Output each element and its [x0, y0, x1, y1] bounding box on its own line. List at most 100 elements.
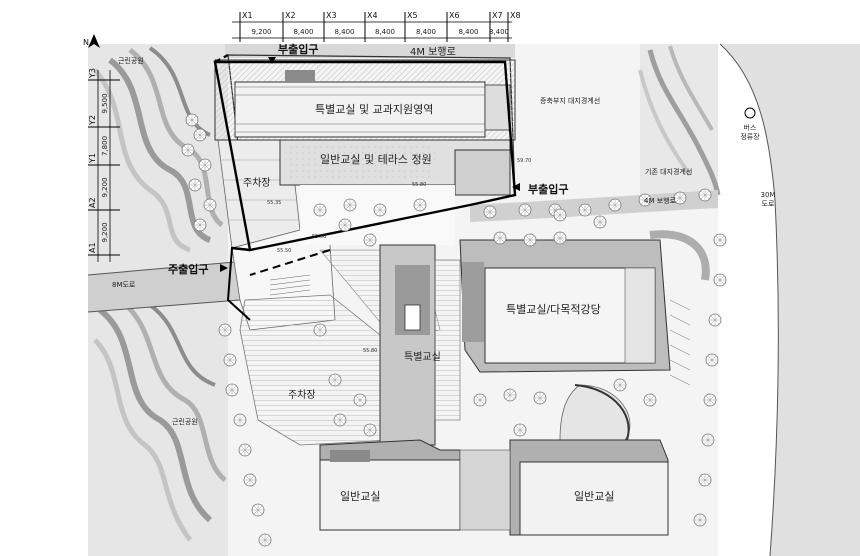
- walkway-top: [225, 44, 515, 58]
- tree-icon: [198, 158, 212, 172]
- tree-icon: [251, 503, 265, 517]
- tree-icon: [613, 378, 627, 392]
- tree-icon: [218, 323, 232, 337]
- general-terrace-label: 일반교실 및 테라스 정원: [320, 152, 432, 166]
- tree-icon: [638, 193, 652, 207]
- general-classroom-right: [459, 439, 669, 536]
- tree-icon: [593, 215, 607, 229]
- general-right-label: 일반교실: [574, 489, 614, 503]
- tree-icon: [705, 353, 719, 367]
- tree-icon: [698, 473, 712, 487]
- tree-icon: [413, 198, 427, 212]
- park-top-label: 근린공원: [118, 56, 144, 65]
- spot-level: 55.80: [412, 182, 426, 188]
- tree-icon: [493, 231, 507, 245]
- spot-level: 55.50: [277, 248, 291, 254]
- tree-icon: [513, 423, 527, 437]
- extension-boundary-label: 증축부지 대지경계선: [540, 96, 600, 105]
- tree-icon: [713, 273, 727, 287]
- grid-row-label: Y2: [88, 115, 97, 126]
- tree-icon: [313, 203, 327, 217]
- tree-icon: [188, 178, 202, 192]
- grid-spacing-label: 7,800: [101, 136, 109, 156]
- tree-icon: [473, 393, 487, 407]
- tree-icon: [643, 393, 657, 407]
- grid-column-label: X4: [367, 11, 378, 20]
- parking-lower: [239, 294, 396, 446]
- special-support-label: 특별교실 및 교과지원영역: [315, 103, 433, 116]
- existing-boundary-label: 기존 대지경계선: [645, 167, 692, 176]
- grid-spacing-label: 3,400: [489, 28, 509, 36]
- right-entrance-arrow-icon: [512, 183, 520, 191]
- grid-spacing-label: 8,400: [416, 28, 436, 36]
- tree-icon: [523, 233, 537, 247]
- general-classroom-left: [319, 439, 461, 531]
- grid-row-label: A2: [88, 197, 97, 208]
- grid-spacing-label: 8,400: [458, 28, 478, 36]
- tree-icon: [553, 231, 567, 245]
- tree-icon: [233, 413, 247, 427]
- tree-icon: [483, 205, 497, 219]
- tree-icon: [343, 198, 357, 212]
- tree-icon: [193, 218, 207, 232]
- north-label: N: [83, 38, 89, 47]
- grid-column-label: X3: [326, 11, 337, 20]
- grid-column-label: X7: [492, 11, 503, 20]
- grid-spacing-label: 8,400: [334, 28, 354, 36]
- grid-spacing-label: 9,200: [101, 222, 109, 242]
- grid-spacing-label: 9,500: [101, 93, 109, 113]
- grid-column-label: X5: [407, 11, 418, 20]
- parking-lower-label: 주차장: [288, 389, 316, 401]
- tree-icon: [363, 423, 377, 437]
- grid-column-label: X1: [242, 11, 253, 20]
- general-left-label: 일반교실: [340, 489, 380, 503]
- tree-icon: [708, 313, 722, 327]
- spot-level: 55.80: [363, 348, 377, 354]
- road-8m: [88, 262, 240, 312]
- tree-icon: [553, 208, 567, 222]
- grid-row-label: Y3: [88, 68, 97, 79]
- grid-row-label: A1: [88, 242, 97, 253]
- grid-column-label: X8: [510, 11, 521, 20]
- grid-column-label: X2: [285, 11, 296, 20]
- spot-levels: 55.80 55.35 55.50 55.50 55.80 59.70: [267, 158, 531, 354]
- tree-icon: [185, 113, 199, 127]
- walkway-right: [470, 190, 718, 222]
- tree-icon: [503, 388, 517, 402]
- spot-level: 55.35: [267, 200, 281, 206]
- extension-boundary: [213, 60, 517, 252]
- tree-icon: [578, 203, 592, 217]
- tree-icon: [713, 233, 727, 247]
- road-8m-label: 8M도로: [112, 281, 136, 289]
- grid-column-label: X6: [449, 11, 460, 20]
- tree-icon: [243, 473, 257, 487]
- tree-icon: [338, 218, 352, 232]
- trees: [181, 113, 727, 547]
- tree-icon: [225, 383, 239, 397]
- tree-icon: [363, 233, 377, 247]
- tree-icon: [193, 128, 207, 142]
- grid-spacing-label: 8,400: [375, 28, 395, 36]
- tree-icon: [313, 323, 327, 337]
- grid-row-label: Y1: [88, 153, 97, 164]
- right-park: [638, 44, 721, 199]
- grid-spacing-label: 9,200: [251, 28, 271, 36]
- main-entrance-arrow-icon: [220, 264, 228, 272]
- top-entrance-arrow-icon: [268, 57, 276, 64]
- special-classroom-wing: [379, 244, 461, 446]
- grid-columns: X1 X2 X3 X4 X5 X6 X7 X8 9,200 8,400 8,400 8,400 8,40…: [232, 11, 521, 42]
- spot-level: 55.50: [312, 234, 326, 240]
- bus-stop-icon: [744, 107, 756, 119]
- tree-icon: [673, 191, 687, 205]
- special-support-building: [214, 59, 516, 141]
- special-classroom-label: 특별교실: [404, 351, 441, 363]
- tree-icon: [703, 393, 717, 407]
- special-auditorium-label: 특별교실/다목적강당: [506, 303, 601, 316]
- tree-icon: [608, 198, 622, 212]
- grid-spacing-label: 9,200: [101, 177, 109, 197]
- tree-icon: [701, 433, 715, 447]
